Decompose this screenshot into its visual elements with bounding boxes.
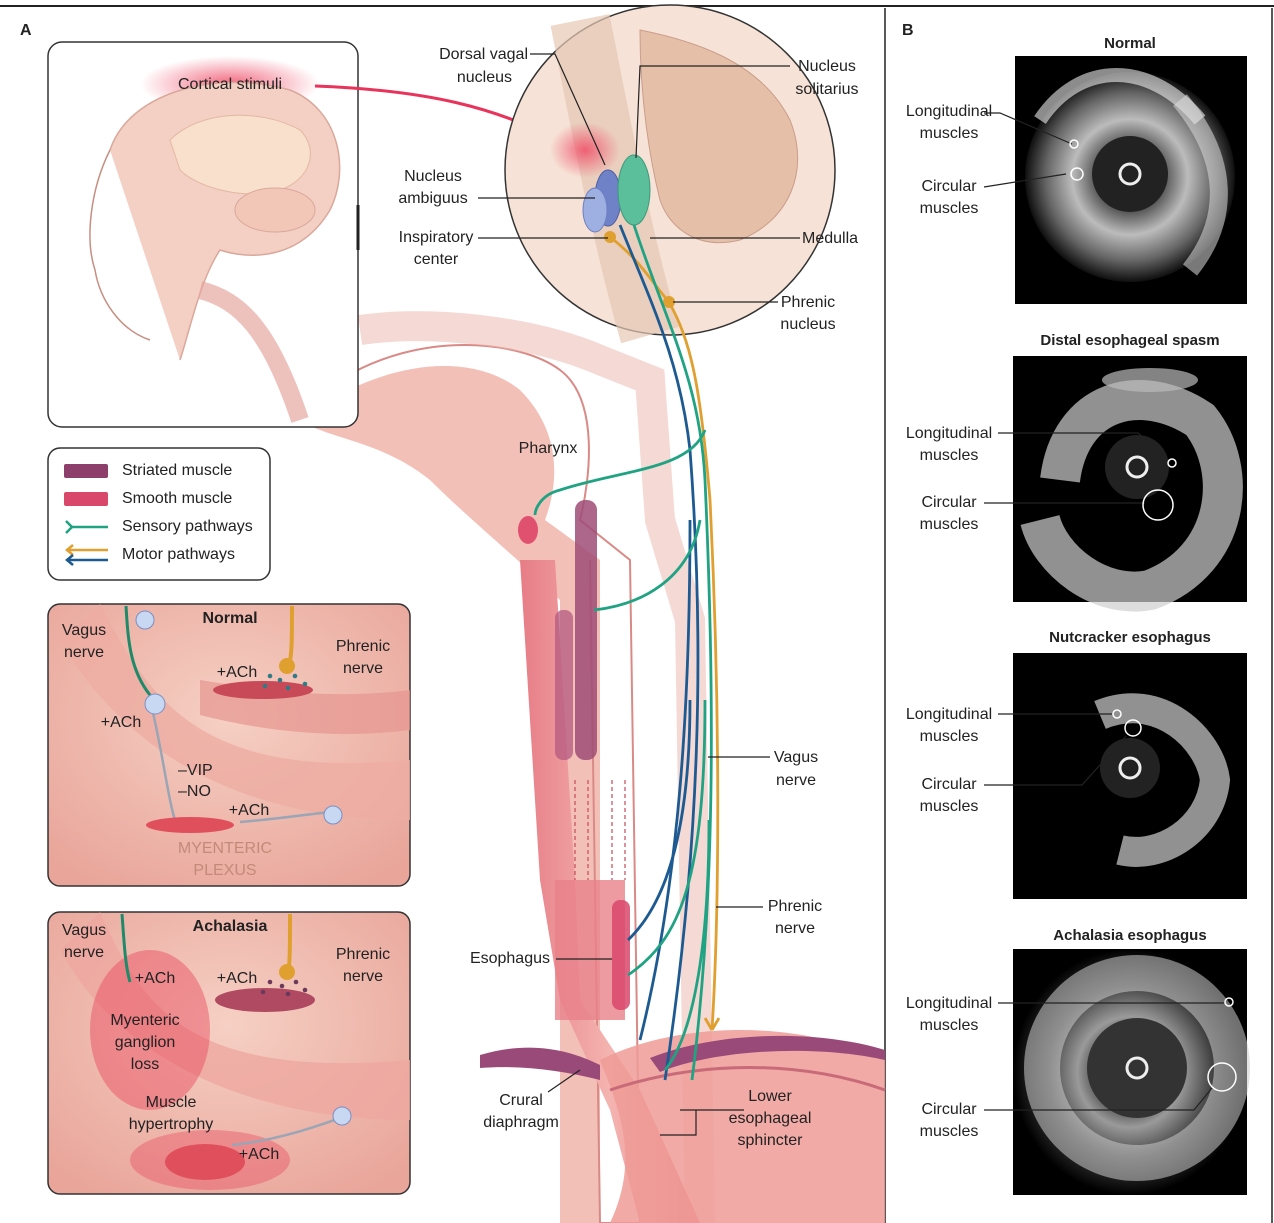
motor-arrow-icon [64,544,108,566]
us-circ-label-2: muscles [896,514,1002,536]
achalasia-phrenic-label-1: Phrenic [325,944,401,966]
panel-b-letter: B [902,22,914,40]
us-long-label-1: Longitudinal [896,704,1002,726]
crural-diaphragm-label-2: diaphragm [478,1112,564,1134]
vagus-nerve-label-1: Vagus [768,747,824,769]
us-long-label-2: muscles [896,123,1002,145]
myenteric-plexus-label-2: PLEXUS [170,860,280,882]
us-circ-label-2: muscles [896,198,1002,220]
normal-phrenic-label-2: nerve [325,658,401,680]
ultrasound-images [1013,56,1247,1195]
striated-swatch [64,464,108,478]
us-title-normal: Normal [1040,35,1220,52]
les-label-2: esophageal [724,1108,816,1130]
head-box [48,42,358,427]
legend-label: Smooth muscle [122,488,232,510]
dorsal-vagal-label-1: Dorsal vagal [400,44,528,66]
nucleus-ambiguus-label-2: ambiguus [390,188,476,210]
us-circ-label-1: Circular [896,774,1002,796]
achalasia-phrenic-label-2: nerve [325,966,401,988]
normal-ach-2: +ACh [96,712,146,734]
vip-label: –VIP [178,760,228,782]
inspiratory-center-label-1: Inspiratory [380,227,492,249]
us-long-label-2: muscles [896,1015,1002,1037]
normal-vagus-label-1: Vagus [52,620,116,642]
ganglion-loss-label-3: loss [100,1054,190,1076]
dorsal-vagal-label-2: nucleus [400,67,512,89]
legend-label: Striated muscle [122,460,232,482]
sensory-arrow-icon [64,520,108,534]
phrenic-nerve-label-2: nerve [762,918,828,940]
smooth-swatch [64,492,108,506]
inspiratory-center-label-2: center [380,249,492,271]
normal-vagus-label-2: nerve [52,642,116,664]
phrenic-nucleus-label-2: nucleus [768,314,848,336]
phrenic-nerve-label-1: Phrenic [762,896,828,918]
vagus-nerve-label-2: nerve [768,770,824,792]
us-circ-label-1: Circular [896,176,1002,198]
us-title-nutcracker: Nutcracker esophagus [1010,629,1250,646]
esophagus-label: Esophagus [450,948,550,970]
nucleus-solitarius-label-1: Nucleus [784,56,870,78]
les-label-3: sphincter [724,1130,816,1152]
ganglion-loss-label-2: ganglion [100,1032,190,1054]
hypertrophy-label-1: Muscle [116,1092,226,1114]
crural-diaphragm-label-1: Crural [478,1090,564,1112]
us-circ-label-1: Circular [896,492,1002,514]
phrenic-nucleus-label-1: Phrenic [768,292,848,314]
achalasia-vagus-label-1: Vagus [52,920,116,942]
achalasia-inset-title: Achalasia [180,916,280,938]
us-long-label-1: Longitudinal [896,423,1002,445]
ganglion-loss-label-1: Myenteric [100,1010,190,1032]
us-long-label-2: muscles [896,445,1002,467]
hypertrophy-label-2: hypertrophy [116,1114,226,1136]
legend: Striated muscle Smooth muscle Sensory pa… [48,448,270,580]
us-long-label-1: Longitudinal [896,101,1002,123]
us-title-spasm: Distal esophageal spasm [1010,332,1250,349]
us-circ-label-1: Circular [896,1099,1002,1121]
us-circ-label-2: muscles [896,796,1002,818]
nucleus-ambiguus-label-1: Nucleus [390,166,476,188]
us-long-label-2: muscles [896,726,1002,748]
no-label: –NO [178,781,228,803]
myenteric-plexus-label-1: MYENTERIC [170,838,280,860]
us-circ-label-2: muscles [896,1121,1002,1143]
us-title-achalasia: Achalasia esophagus [1010,927,1250,944]
normal-ach-3: +ACh [224,800,274,822]
achalasia-vagus-label-2: nerve [52,942,116,964]
legend-label: Motor pathways [122,544,235,566]
normal-phrenic-label-1: Phrenic [325,636,401,658]
normal-inset-title: Normal [190,608,270,630]
cortical-stimuli-label: Cortical stimuli [160,74,300,96]
us-long-label-1: Longitudinal [896,993,1002,1015]
achalasia-ach-2: +ACh [212,968,262,990]
panel-a-letter: A [20,22,32,40]
medulla-label: Medulla [802,228,872,250]
achalasia-ach-1: +ACh [130,968,180,990]
pharynx-label: Pharynx [506,438,590,460]
nucleus-solitarius-label-2: solitarius [784,79,870,101]
normal-ach-1: +ACh [212,662,262,684]
les-label-1: Lower [724,1086,816,1108]
legend-label: Sensory pathways [122,516,253,538]
achalasia-ach-3: +ACh [234,1144,284,1166]
